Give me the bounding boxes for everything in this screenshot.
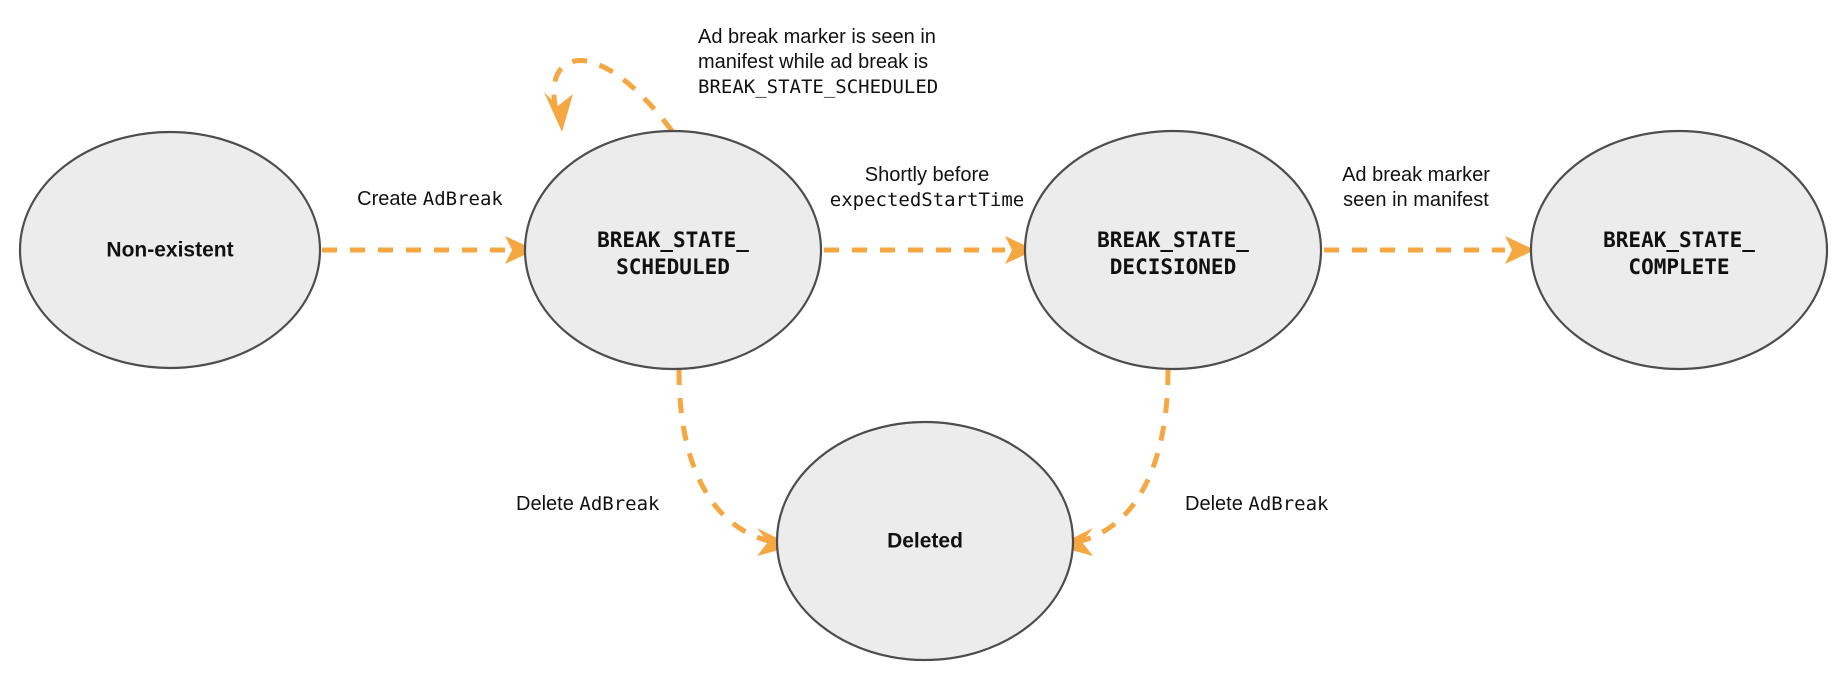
edge-delete-from-decisioned bbox=[1057, 369, 1171, 556]
state-label-break-state-decisioned-line1: BREAK_STATE_ bbox=[1097, 228, 1249, 252]
edge-label-create-adbreak-verb: Create bbox=[357, 188, 423, 210]
state-shape-break-state-complete bbox=[1529, 129, 1829, 371]
edge-delete-from-scheduled-arrowhead bbox=[757, 528, 793, 556]
edge-label-delete-from-scheduled: Delete AdBreak bbox=[516, 492, 716, 517]
state-node-break-state-scheduled[interactable]: BREAK_STATE_ SCHEDULED bbox=[523, 129, 823, 371]
edge-marker-seen-manifest bbox=[1324, 236, 1535, 264]
state-label-break-state-complete-line2: COMPLETE bbox=[1628, 255, 1729, 279]
edge-label-delete-from-decisioned-verb: Delete bbox=[1185, 493, 1249, 515]
edge-label-create-adbreak: Create AdBreak bbox=[340, 187, 520, 212]
edge-delete-from-scheduled bbox=[676, 369, 793, 556]
state-label-break-state-complete-line1: BREAK_STATE_ bbox=[1603, 228, 1755, 252]
state-label-break-state-decisioned-line2: DECISIONED bbox=[1110, 255, 1236, 279]
edge-create-adbreak-arrowhead bbox=[505, 236, 535, 264]
state-node-deleted[interactable]: Deleted bbox=[775, 420, 1075, 662]
edge-label-delete-from-decisioned-entity: AdBreak bbox=[1248, 493, 1329, 515]
edge-label-create-adbreak-entity: AdBreak bbox=[422, 188, 503, 210]
state-label-break-state-scheduled-line1: BREAK_STATE_ bbox=[597, 228, 749, 252]
edge-label-delete-from-decisioned: Delete AdBreak bbox=[1185, 492, 1385, 517]
edge-label-self-loop-scheduled: Ad break marker is seen in manifest whil… bbox=[698, 25, 998, 100]
edge-label-shortly-before-line2: expectedStartTime bbox=[829, 189, 1025, 211]
edge-label-delete-from-scheduled-entity: AdBreak bbox=[579, 493, 660, 515]
state-label-deleted: Deleted bbox=[887, 530, 963, 553]
edge-label-self-loop-line3: BREAK_STATE_SCHEDULED bbox=[698, 76, 939, 98]
edge-label-shortly-before-line1: Shortly before bbox=[864, 164, 990, 186]
edge-self-loop-scheduled-path bbox=[551, 58, 674, 133]
edge-self-loop-scheduled bbox=[544, 58, 674, 133]
edge-self-loop-scheduled-arrowhead bbox=[544, 92, 573, 132]
edge-shortly-before-arrowhead bbox=[1005, 236, 1035, 264]
state-shape-deleted bbox=[775, 420, 1075, 662]
edge-delete-from-decisioned-arrowhead bbox=[1057, 528, 1093, 556]
state-node-break-state-decisioned[interactable]: BREAK_STATE_ DECISIONED bbox=[1023, 129, 1323, 371]
edge-create-adbreak bbox=[322, 236, 535, 264]
state-shape-non-existent bbox=[18, 130, 322, 370]
edge-label-marker-seen-manifest-line1: Ad break marker bbox=[1342, 164, 1490, 186]
state-shape-break-state-scheduled bbox=[523, 129, 823, 371]
edge-label-shortly-before: Shortly before expectedStartTime bbox=[812, 163, 1042, 213]
edge-shortly-before bbox=[824, 236, 1035, 264]
state-shape-break-state-decisioned bbox=[1023, 129, 1323, 371]
edge-marker-seen-manifest-arrowhead bbox=[1505, 236, 1535, 264]
state-node-non-existent[interactable]: Non-existent bbox=[18, 130, 322, 370]
state-label-non-existent: Non-existent bbox=[106, 239, 233, 262]
edge-delete-from-scheduled-path bbox=[676, 369, 770, 544]
state-label-break-state-scheduled-line2: SCHEDULED bbox=[616, 255, 730, 279]
edge-label-marker-seen-manifest-line2: seen in manifest bbox=[1343, 189, 1489, 211]
edge-label-marker-seen-manifest: Ad break marker seen in manifest bbox=[1296, 163, 1536, 213]
edge-delete-from-decisioned-path bbox=[1080, 369, 1171, 544]
edge-label-delete-from-scheduled-verb: Delete bbox=[516, 493, 580, 515]
edge-label-self-loop-line1: Ad break marker is seen in bbox=[698, 26, 936, 48]
edge-label-self-loop-line2: manifest while ad break is bbox=[698, 51, 929, 73]
state-node-break-state-complete[interactable]: BREAK_STATE_ COMPLETE bbox=[1529, 129, 1829, 371]
